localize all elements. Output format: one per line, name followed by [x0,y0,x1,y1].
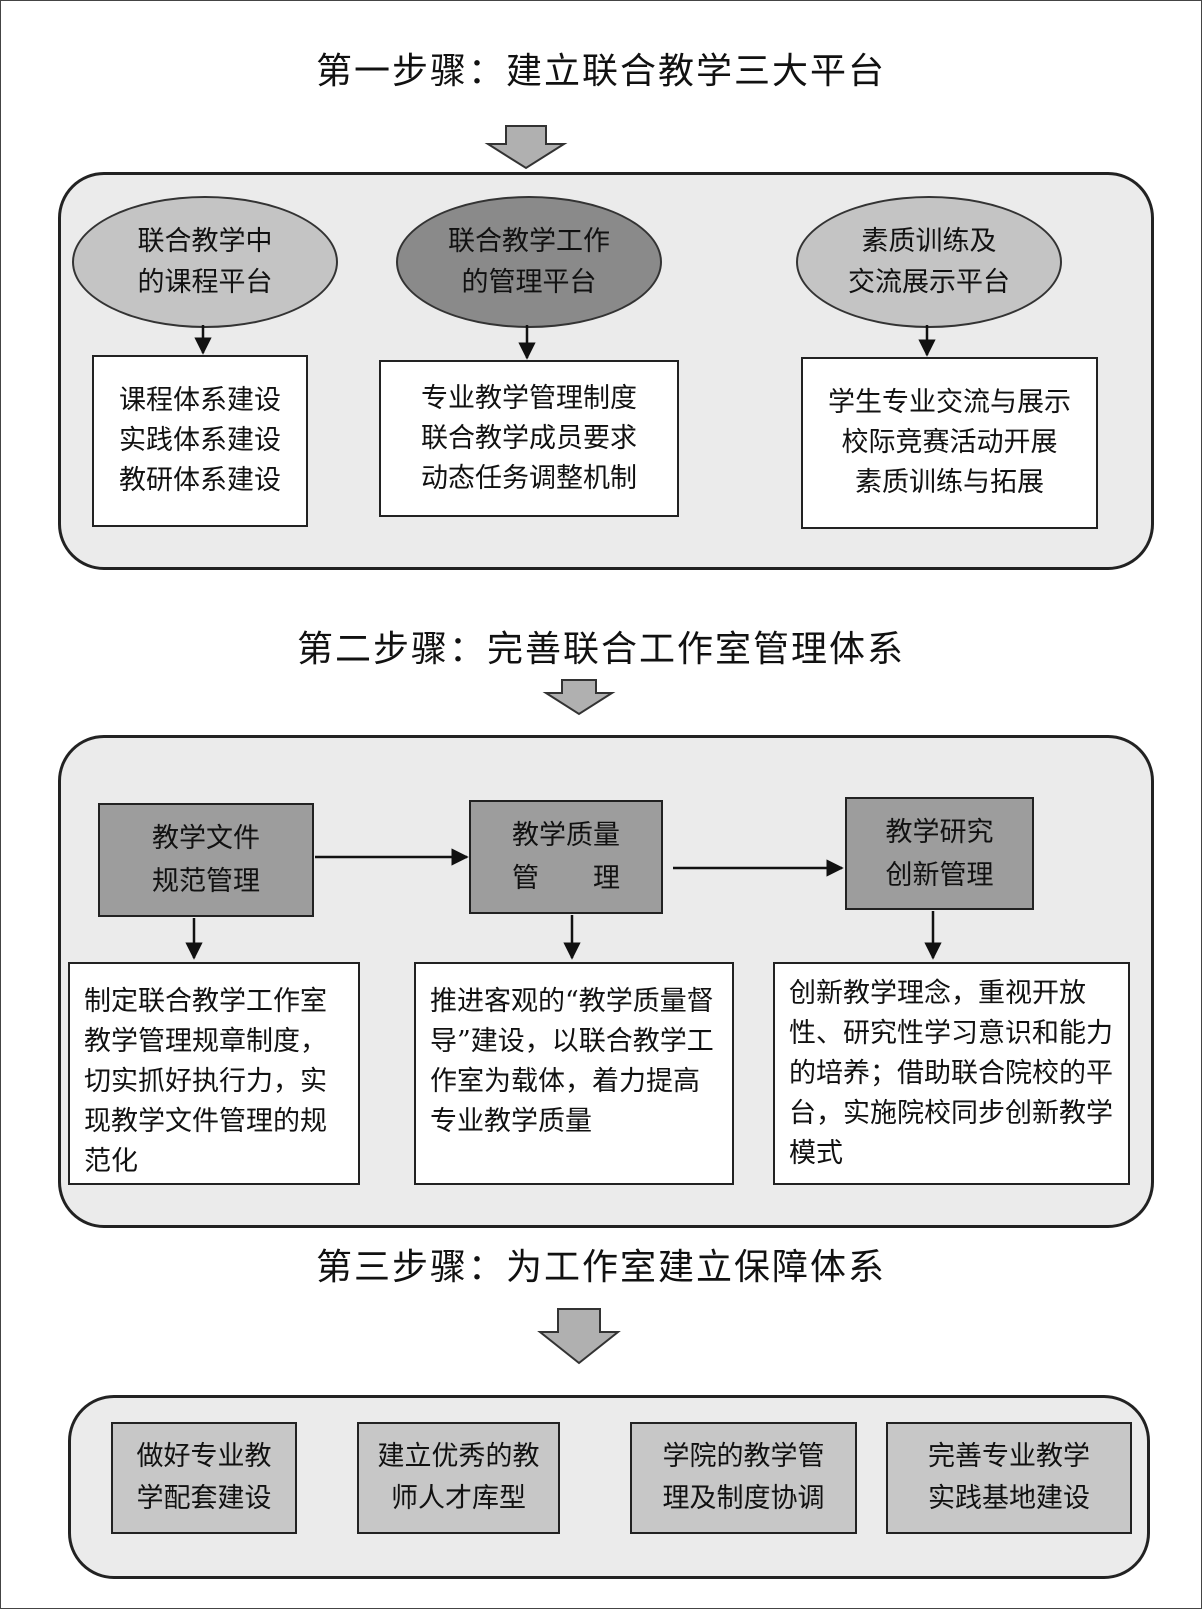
support-item-line: 理及制度协调 [662,1483,825,1514]
module-research-desc: 创新教学理念，重视开放性、研究性学习意识和能力的培养；借助联合院校的平台，实施院… [773,962,1130,1185]
platform-name-line: 联合教学工作 [448,226,610,257]
module-quality-desc: 推进客观的“教学质量督导”建设，以联合教学工作室为载体，着力提高专业教学质量 [414,962,734,1185]
platform-name-line: 素质训练及 [861,226,997,257]
platform-item: 实践体系建设 [119,425,281,456]
step-down-arrow [484,125,568,170]
platform-item: 校际竞赛活动开展 [841,427,1058,458]
module-name-line: 规范管理 [152,866,260,897]
platform-training-ellipse: 素质训练及交流展示平台 [796,196,1062,328]
platform-management-items: 专业教学管理制度 联合教学成员要求 动态任务调整机制 [379,360,679,517]
support-item: 做好专业教 学配套建设 [111,1422,297,1534]
module-document-desc: 制定联合教学工作室教学管理规章制度，切实抓好执行力，实现教学文件管理的规范化 [68,962,360,1185]
platform-name-line: 联合教学中 [137,226,273,257]
platform-item: 学生专业交流与展示 [828,387,1071,418]
platform-course-items: 课程体系建设 实践体系建设 教研体系建设 [92,355,308,527]
module-research-box: 教学研究 创新管理 [845,797,1034,910]
platform-training-items: 学生专业交流与展示 校际竞赛活动开展 素质训练与拓展 [801,357,1098,529]
step-down-arrow [542,679,616,716]
module-quality-box: 教学质量 管 理 [469,800,663,914]
support-item-line: 实践基地建设 [928,1483,1090,1514]
step1-title: 第一步骤：建立联合教学三大平台 [315,51,886,92]
support-item: 学院的教学管 理及制度协调 [630,1422,857,1534]
module-name-line: 创新管理 [885,859,994,891]
support-item-line: 建立优秀的教 [377,1441,540,1472]
support-item: 完善专业教学 实践基地建设 [886,1422,1132,1534]
platform-name-line: 的课程平台 [137,267,273,298]
step2-title: 第二步骤：完善联合工作室管理体系 [296,629,905,670]
support-item-line: 学配套建设 [136,1483,272,1514]
module-document-box: 教学文件 规范管理 [98,803,314,917]
platform-item: 课程体系建设 [119,385,281,416]
module-name-line: 教学研究 [885,816,994,848]
platform-name-line: 的管理平台 [461,267,597,298]
platform-item: 教研体系建设 [119,465,281,496]
step-down-arrow [537,1308,621,1365]
support-item-line: 完善专业教学 [928,1441,1090,1472]
platform-course-ellipse: 联合教学中的课程平台 [72,196,338,328]
support-item: 建立优秀的教 师人才库型 [357,1422,560,1534]
support-item-line: 学院的教学管 [662,1441,825,1472]
module-name-line: 教学质量 [512,820,620,851]
platform-management-ellipse: 联合教学工作的管理平台 [396,196,662,328]
platform-item: 联合教学成员要求 [421,422,637,454]
platform-item: 专业教学管理制度 [421,382,637,414]
support-item-line: 做好专业教 [136,1441,272,1472]
module-name-line: 教学文件 [152,823,260,854]
step3-title: 第三步骤：为工作室建立保障体系 [315,1247,886,1288]
platform-item: 素质训练与拓展 [855,467,1044,498]
platform-name-line: 交流展示平台 [848,267,1010,298]
support-item-line: 师人才库型 [391,1483,526,1514]
module-name-line: 管 理 [512,863,620,894]
platform-item: 动态任务调整机制 [421,462,637,494]
